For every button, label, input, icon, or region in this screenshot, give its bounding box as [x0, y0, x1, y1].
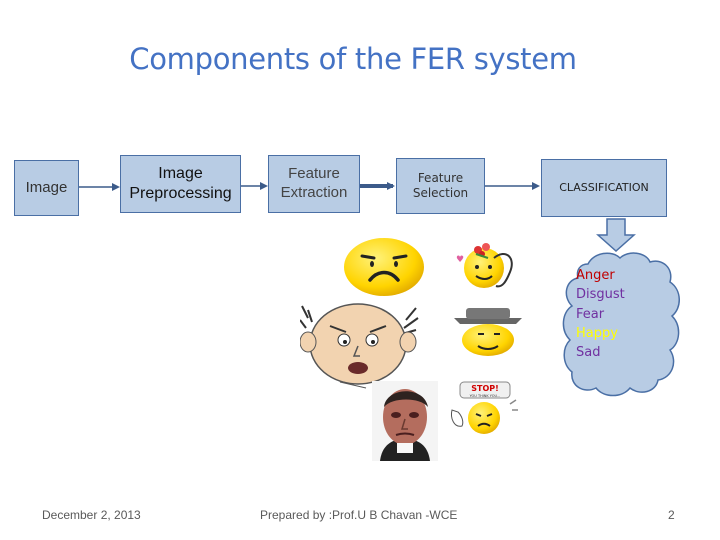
footer-page-number: 2 [668, 508, 675, 522]
preprocessing-label-line2: Preprocessing [129, 185, 232, 202]
image-box-label: Image [25, 178, 68, 196]
down-arrow-icon [596, 218, 636, 252]
classification-label: CLASSIFICATION [559, 181, 649, 195]
emotion-list: Anger Disgust Fear Happy Sad Surprise [576, 266, 630, 382]
feature-selection-label-line2: Selection [412, 186, 469, 200]
stop-sign-face-icon: STOP! YOU THINK YOU... [451, 381, 518, 434]
emotion-disgust: Disgust [576, 287, 625, 303]
stop-sign-text: STOP! [471, 384, 499, 393]
preprocessing-label-line1: Image [158, 165, 203, 182]
classification-box: CLASSIFICATION [541, 159, 667, 217]
emotion-sad: Sad [576, 345, 601, 361]
slide-title: Components of the FER system [129, 42, 577, 76]
hat-happy-face-icon [454, 308, 522, 356]
feature-selection-label-line1: Feature [417, 171, 464, 185]
emotion-surprise: Surprise [576, 364, 630, 380]
stop-sign-subtext: YOU THINK YOU... [470, 394, 501, 398]
preprocessing-box: Image Preprocessing [120, 155, 241, 213]
emotions-cloud-shape [562, 252, 680, 397]
sad-face-icon [344, 238, 424, 296]
footer-author: Prepared by :Prof.U B Chavan -WCE [260, 508, 458, 522]
disgust-face-icon: ♥ [456, 243, 513, 288]
feature-extraction-label-line1: Feature [288, 165, 340, 183]
feature-extraction-box: Feature Extraction [268, 155, 360, 213]
feature-extraction-label-line2: Extraction [280, 184, 348, 201]
footer-date: December 2, 2013 [42, 508, 141, 522]
emotion-fear: Fear [576, 306, 605, 322]
image-box: Image [14, 160, 79, 216]
feature-selection-box: Feature Selection [396, 158, 485, 214]
emotion-anger: Anger [576, 268, 615, 283]
emotion-happy: Happy [576, 325, 618, 341]
man-portrait-icon [372, 381, 438, 461]
fear-man-face-icon [300, 303, 419, 389]
svg-text:♥: ♥ [456, 255, 464, 265]
